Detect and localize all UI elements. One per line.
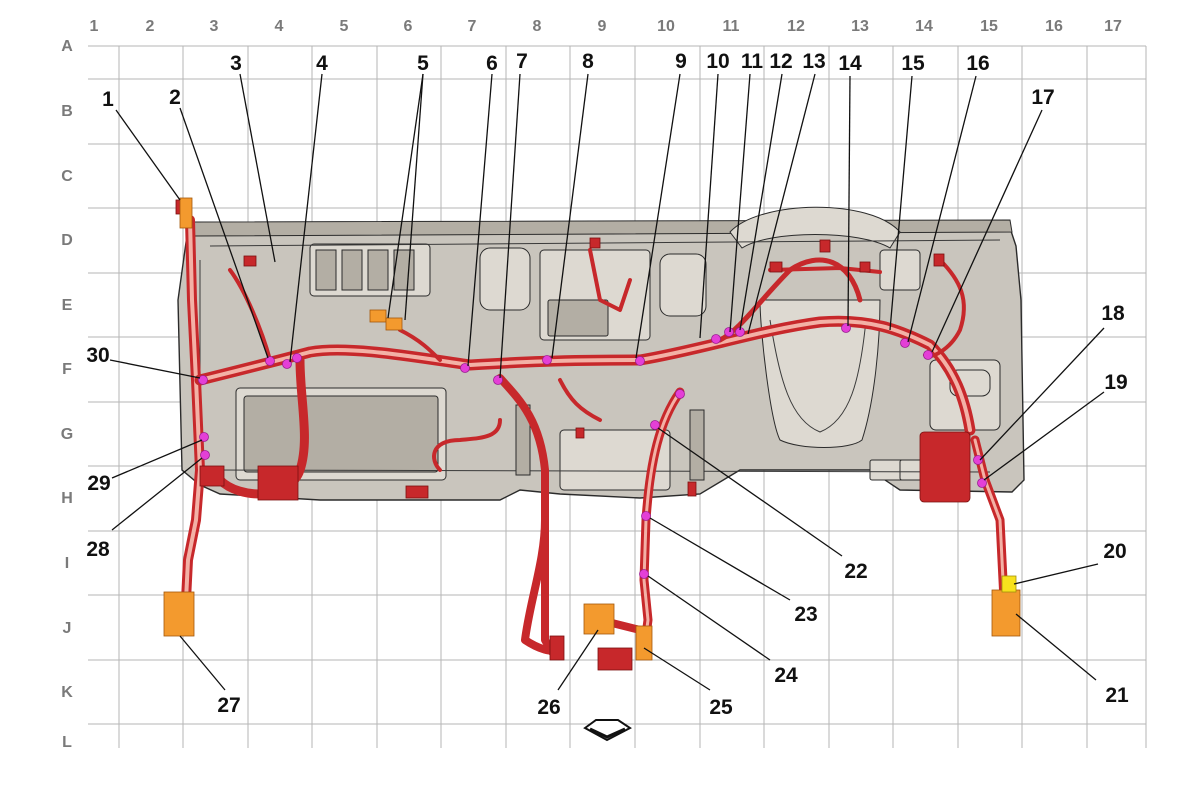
- ground-point: [841, 323, 851, 333]
- ground-point: [900, 338, 910, 348]
- callout-30: 30: [86, 344, 109, 367]
- ground-point: [542, 355, 552, 365]
- callout-18: 18: [1101, 302, 1125, 325]
- callout-24: 24: [774, 664, 798, 687]
- callout-25: 25: [709, 696, 733, 719]
- ground-points: [198, 323, 987, 579]
- ground-point: [282, 359, 292, 369]
- ground-point: [724, 327, 734, 337]
- col-label: 10: [657, 18, 675, 35]
- column-labels: 1 2 3 4 5 6 7 8 9 10 11 12 13 14 15 16 1…: [90, 18, 1122, 35]
- col-label: 13: [851, 18, 869, 35]
- ground-point: [650, 420, 660, 430]
- callout-16: 16: [966, 52, 989, 75]
- row-label: F: [62, 361, 72, 378]
- ground-point: [292, 353, 302, 363]
- col-label: 11: [723, 18, 740, 35]
- row-label: K: [61, 684, 73, 701]
- ground-point: [977, 478, 987, 488]
- callout-8: 8: [582, 50, 594, 73]
- ground-point: [639, 569, 649, 579]
- callout-10: 10: [706, 50, 729, 73]
- row-label: C: [61, 168, 73, 185]
- callout-22: 22: [844, 560, 867, 583]
- ground-point: [923, 350, 933, 360]
- row-label: E: [62, 297, 73, 314]
- row-label: I: [65, 555, 69, 572]
- row-label: J: [63, 620, 72, 637]
- callout-21: 21: [1105, 684, 1129, 707]
- callout-23: 23: [794, 603, 817, 626]
- ground-point: [675, 389, 685, 399]
- col-label: 15: [980, 18, 998, 35]
- col-label: 4: [275, 18, 284, 35]
- callout-14: 14: [838, 52, 862, 75]
- callout-28: 28: [86, 538, 110, 561]
- ground-point: [493, 375, 503, 385]
- ground-point: [460, 363, 470, 373]
- col-label: 14: [915, 18, 933, 35]
- col-label: 5: [340, 18, 349, 35]
- ground-point: [265, 356, 275, 366]
- col-label: 3: [210, 18, 219, 35]
- callout-12: 12: [769, 50, 792, 73]
- row-label: D: [61, 232, 73, 249]
- ground-point: [199, 432, 209, 442]
- row-label: L: [62, 734, 72, 751]
- callout-6: 6: [486, 52, 498, 75]
- col-label: 17: [1104, 18, 1122, 35]
- ground-point: [200, 450, 210, 460]
- col-label: 9: [598, 18, 607, 35]
- callout-17: 17: [1031, 86, 1054, 109]
- ground-point: [711, 334, 721, 344]
- wiring-harness: [163, 197, 1021, 671]
- row-label: H: [61, 490, 73, 507]
- callout-15: 15: [901, 52, 925, 75]
- callout-5: 5: [417, 52, 429, 75]
- callout-4: 4: [316, 52, 328, 75]
- row-label: G: [61, 426, 73, 443]
- callout-7: 7: [516, 50, 528, 73]
- row-label: A: [61, 38, 73, 55]
- chevron-down-icon: [583, 719, 632, 742]
- callout-20: 20: [1103, 540, 1126, 563]
- leader-lines: [109, 73, 1105, 691]
- col-label: 12: [787, 18, 805, 35]
- yellow-connector: [1001, 575, 1017, 593]
- callout-2: 2: [169, 86, 181, 109]
- callout-11: 11: [741, 50, 764, 73]
- callout-27: 27: [217, 694, 240, 717]
- row-label: B: [61, 103, 73, 120]
- callout-19: 19: [1104, 371, 1127, 394]
- ground-point: [635, 356, 645, 366]
- col-label: 16: [1045, 18, 1063, 35]
- callout-9: 9: [675, 50, 687, 73]
- row-labels: A B C D E F G H I J K L: [61, 38, 73, 751]
- col-label: 6: [404, 18, 413, 35]
- col-label: 7: [468, 18, 477, 35]
- callout-13: 13: [802, 50, 825, 73]
- col-label: 8: [533, 18, 542, 35]
- col-label: 2: [146, 18, 155, 35]
- callout-1: 1: [102, 88, 114, 111]
- ground-point: [641, 511, 651, 521]
- ground-point: [973, 455, 983, 465]
- callout-labels: 1 2 3 4 5 6 7 8 9 10 11 12 13 14 15 16 1…: [86, 50, 1129, 719]
- ground-point: [198, 375, 208, 385]
- callout-29: 29: [87, 472, 110, 495]
- col-label: 1: [90, 18, 99, 35]
- callout-26: 26: [537, 696, 560, 719]
- callout-3: 3: [230, 52, 242, 75]
